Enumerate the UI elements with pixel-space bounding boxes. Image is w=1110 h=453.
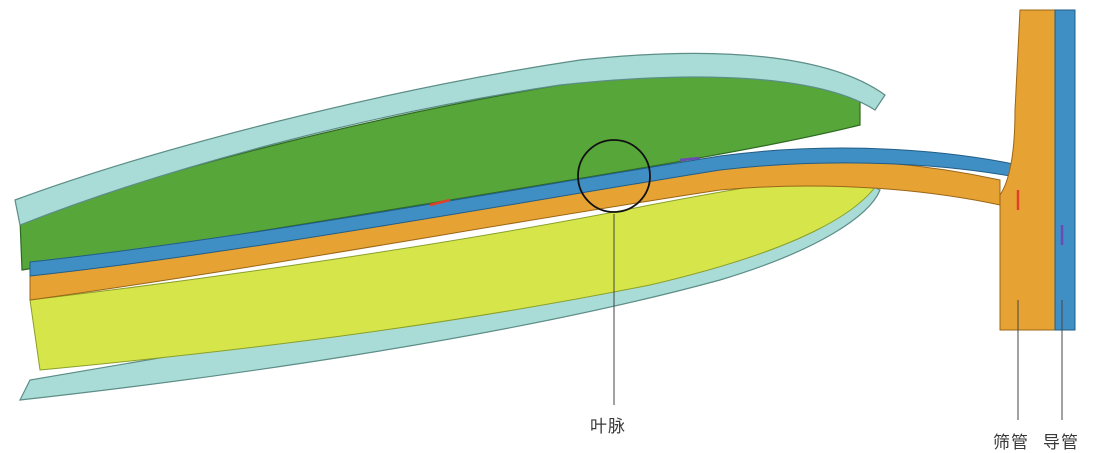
vessel-label: 导管 — [1043, 428, 1079, 453]
vein-label: 叶脉 — [590, 412, 626, 437]
stem-xylem — [1055, 10, 1075, 330]
sieve-tube-label: 筛管 — [993, 428, 1029, 453]
